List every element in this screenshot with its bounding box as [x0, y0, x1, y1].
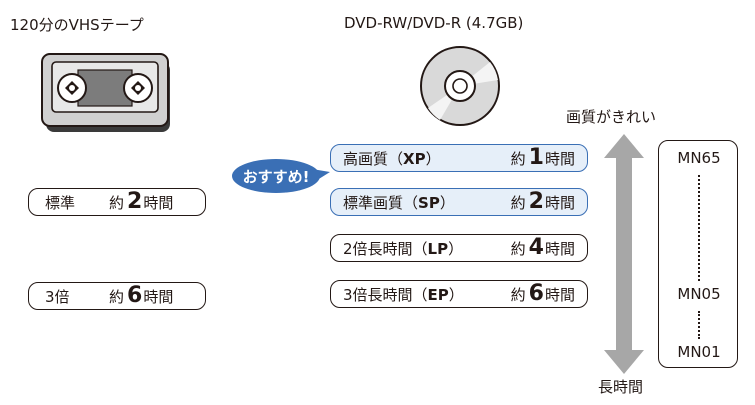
quality-label: 画質がきれい [566, 108, 657, 126]
duration-number: 6 [528, 281, 544, 306]
vhs-mode-standard: 標準 約 2 時間 [28, 188, 206, 216]
dvd-title: DVD-RW/DVD-R (4.7GB) [344, 14, 524, 32]
duration-prefix: 約 [109, 288, 125, 306]
model-dots-upper [698, 175, 700, 281]
duration-unit: 時間 [544, 194, 575, 212]
dvd-mode-label: 標準画質（SP） [343, 193, 455, 212]
dvd-mode-label: 高画質（XP） [343, 149, 441, 168]
vhs-mode-label: 標準 [45, 193, 76, 212]
duration-prefix: 約 [510, 150, 526, 168]
quality-duration-arrow [604, 134, 644, 374]
dvd-mode-duration: 約 4 時間 [511, 237, 575, 259]
duration-number: 1 [528, 145, 544, 170]
duration-number: 4 [528, 235, 544, 260]
duration-prefix: 約 [109, 194, 125, 212]
dvd-mode-xp: 高画質（XP） 約 1 時間 [330, 144, 588, 172]
duration-prefix: 約 [510, 286, 526, 304]
duration-number: 6 [127, 283, 143, 308]
duration-unit: 時間 [143, 288, 174, 306]
model-mn05: MN05 [677, 285, 721, 303]
dvd-mode-duration: 約 6 時間 [511, 283, 575, 305]
model-mn65: MN65 [677, 149, 721, 167]
duration-number: 2 [127, 189, 143, 214]
dvd-mode-lp: 2倍長時間（LP） 約 4 時間 [330, 234, 588, 262]
duration-unit: 時間 [544, 286, 575, 304]
dvd-mode-duration: 約 1 時間 [511, 147, 575, 169]
vhs-mode-duration: 約 6 時間 [109, 285, 173, 307]
duration-unit: 時間 [544, 240, 575, 258]
model-mn01: MN01 [677, 343, 721, 361]
duration-unit: 時間 [544, 150, 575, 168]
dvd-mode-sp: 標準画質（SP） 約 2 時間 [330, 188, 588, 216]
vhs-mode-duration: 約 2 時間 [109, 191, 173, 213]
duration-unit: 時間 [143, 194, 174, 212]
recommended-badge-text: おすすめ! [242, 167, 310, 186]
model-dots-lower [698, 311, 700, 339]
vhs-mode-3x: 3倍 約 6 時間 [28, 282, 206, 310]
duration-number: 2 [528, 189, 544, 214]
dvd-mode-ep: 3倍長時間（EP） 約 6 時間 [330, 280, 588, 308]
dvd-mode-label: 3倍長時間（EP） [343, 285, 464, 304]
vhs-tape-icon [41, 53, 170, 132]
dvd-mode-duration: 約 2 時間 [511, 191, 575, 213]
recommended-badge: おすすめ! [232, 157, 330, 195]
dvd-disc-icon [420, 46, 500, 126]
duration-prefix: 約 [510, 240, 526, 258]
vhs-title: 120分のVHSテープ [10, 16, 144, 34]
dvd-mode-label: 2倍長時間（LP） [343, 239, 464, 258]
vhs-mode-label: 3倍 [45, 287, 70, 306]
model-range-box: MN65 MN05 MN01 [658, 140, 738, 368]
duration-prefix: 約 [510, 194, 526, 212]
long-duration-label: 長時間 [598, 378, 644, 396]
